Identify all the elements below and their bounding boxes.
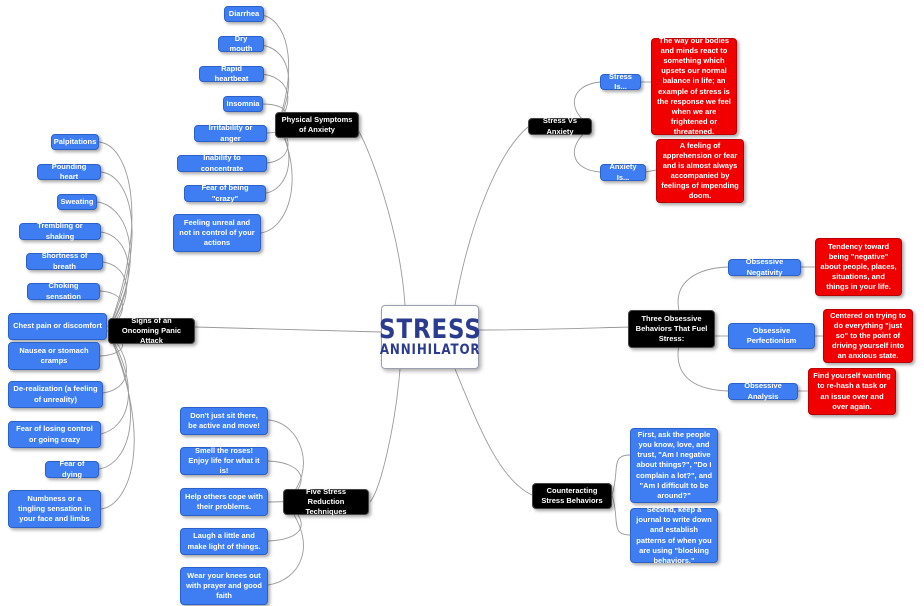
reduction-technique-item[interactable]: Wear your knees out with prayer and good… <box>180 567 268 605</box>
physical-symptom-item[interactable]: Inability to concentrate <box>177 153 267 173</box>
physical-symptom-item[interactable]: Dry mouth <box>218 34 264 53</box>
physical-symptom-item[interactable]: Insomnia <box>223 96 263 112</box>
physical-symptom-item[interactable]: Rapid heartbeat <box>199 64 264 83</box>
physical-symptom-item[interactable]: Irritability or anger <box>194 123 267 143</box>
physical-symptom-item[interactable]: Feeling unreal and not in control of you… <box>173 214 261 252</box>
reduction-technique-item[interactable]: Help others cope with their problems. <box>180 488 268 516</box>
anxiety-definition: A feeling of apprehension or fear and is… <box>656 139 744 203</box>
panic-sign-item[interactable]: Pounding heart <box>37 162 101 181</box>
panic-sign-item[interactable]: Choking sensation <box>27 281 100 301</box>
physical-symptom-item[interactable]: Fear of being "crazy" <box>184 183 266 203</box>
reduction-technique-item[interactable]: Laugh a little and make light of things. <box>180 528 268 555</box>
central-title-line1: STRESS <box>378 314 482 345</box>
obsessive-negativity-item[interactable]: Obsessive Negativity <box>728 257 801 277</box>
obsessive-analysis-item[interactable]: Obsessive Analysis <box>728 381 798 401</box>
stress-is-item[interactable]: Stress Is... <box>600 72 641 91</box>
panic-sign-item[interactable]: Nausea or stomach cramps <box>8 342 100 370</box>
topic-stress-reduction[interactable]: Five Stress Reduction Techniques <box>283 487 369 516</box>
panic-sign-item[interactable]: Sweating <box>57 194 97 210</box>
panic-sign-item[interactable]: Fear of dying <box>45 459 99 479</box>
obsessive-perfectionism-item[interactable]: Obsessive Perfectionism <box>728 323 815 349</box>
reduction-technique-item[interactable]: Don't just sit there, be active and move… <box>180 407 268 435</box>
panic-sign-item[interactable]: Shortness of breath <box>26 251 103 271</box>
topic-counteracting-behaviors[interactable]: Counteracting Stress Behaviors <box>532 483 612 509</box>
panic-sign-item[interactable]: Chest pain or discomfort <box>8 313 107 340</box>
obsessive-perfectionism-description: Centered on trying to do everything "jus… <box>823 309 913 363</box>
panic-sign-item[interactable]: Trembling or shaking <box>19 221 101 241</box>
counteracting-step-item[interactable]: First, ask the people you know, love, an… <box>630 428 718 503</box>
topic-panic-attack[interactable]: Signs of an Oncoming Panic Attack <box>108 316 195 345</box>
topic-physical-symptoms[interactable]: Physical Symptoms of Anxiety <box>275 112 359 138</box>
topic-obsessive-behaviors[interactable]: Three Obsessive Behaviors That Fuel Stre… <box>628 310 715 348</box>
topic-stress-vs-anxiety[interactable]: Stress Vs Anxiety <box>528 116 592 136</box>
panic-sign-item[interactable]: De-realization (a feeling of unreality) <box>8 381 103 408</box>
obsessive-negativity-description: Tendency toward being "negative" about p… <box>815 238 902 296</box>
reduction-technique-item[interactable]: Smell the roses! Enjoy life for what it … <box>180 446 268 475</box>
central-topic[interactable]: STRESS ANNIHILATOR <box>378 305 482 369</box>
panic-sign-item[interactable]: Numbness or a tingling sensation in your… <box>8 490 101 528</box>
panic-sign-item[interactable]: Palpitations <box>51 134 99 150</box>
central-title-line2: ANNIHILATOR <box>379 342 481 358</box>
counteracting-step-item[interactable]: Second, keep a journal to write down and… <box>630 505 718 565</box>
physical-symptom-item[interactable]: Diarrhea <box>224 6 264 22</box>
anxiety-is-item[interactable]: Anxiety Is... <box>600 162 646 182</box>
obsessive-analysis-description: Find yourself wanting to re-hash a task … <box>808 368 896 415</box>
stress-definition: The way our bodies and minds react to so… <box>651 36 737 136</box>
panic-sign-item[interactable]: Fear of losing control or going crazy <box>8 421 101 448</box>
